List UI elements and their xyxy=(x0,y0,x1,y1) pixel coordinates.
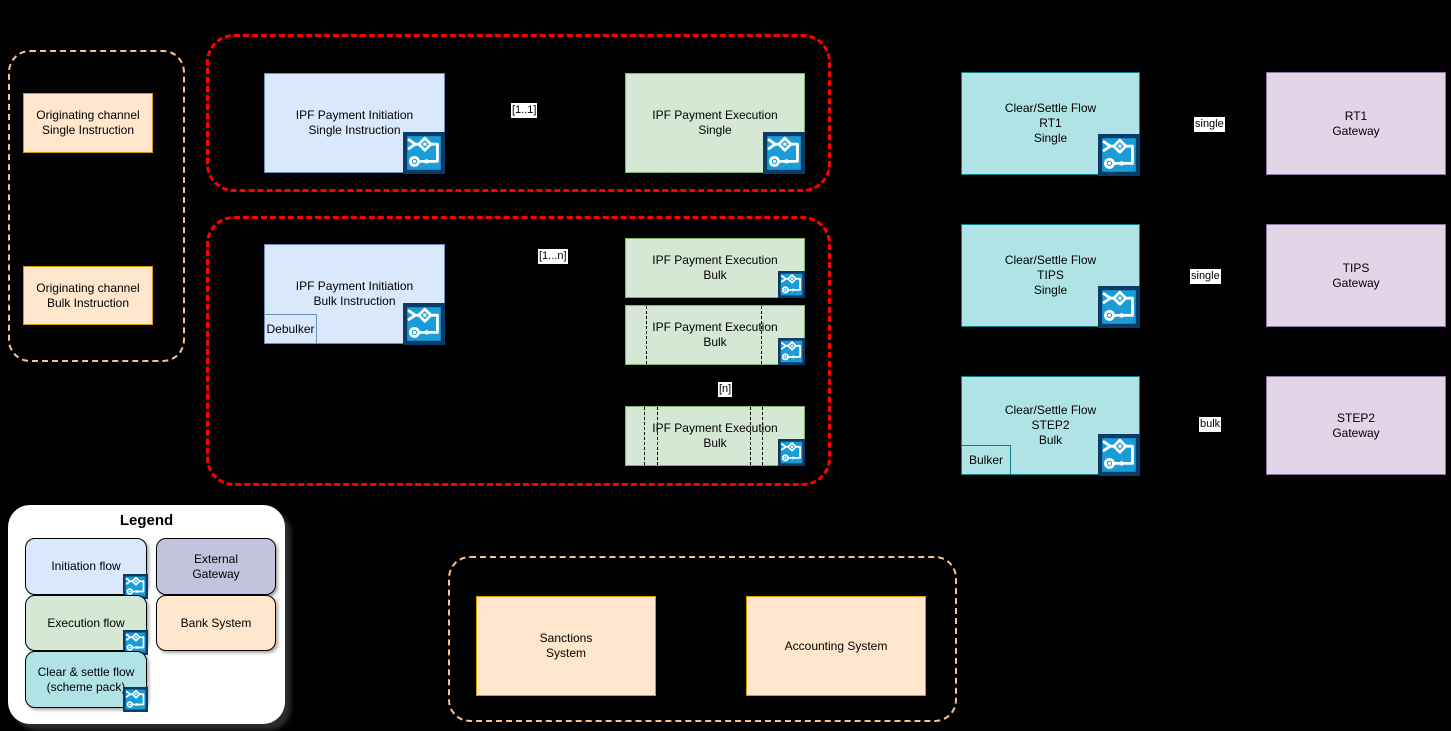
node-ipf-payment-initiation-bulk: IPF Payment Initiation Bulk Instruction … xyxy=(264,244,445,345)
legend-item-clear-settle-flow: Clear & settle flow (scheme pack) xyxy=(25,651,148,712)
edge-label-bulk-multiplicity: [1...n] xyxy=(538,249,568,264)
legend-item-label: (scheme pack) xyxy=(46,679,126,694)
group-bulk-payment-flow xyxy=(206,216,831,486)
node-label: STEP2 xyxy=(1336,410,1375,425)
workflow-icon xyxy=(778,271,805,298)
node-ipf-payment-execution-bulk-2: IPF Payment Execution Bulk xyxy=(625,305,805,365)
workflow-icon xyxy=(123,574,148,599)
node-label: Single xyxy=(1033,131,1068,145)
node-label: Single xyxy=(698,123,732,137)
node-rt1-gateway: RT1 Gateway xyxy=(1266,72,1446,175)
stack-separator xyxy=(644,407,645,465)
node-label: RT1 xyxy=(1344,108,1368,123)
node-step2-gateway: STEP2 Gateway xyxy=(1266,376,1446,475)
stack-separator xyxy=(762,407,763,465)
node-ipf-payment-execution-single: IPF Payment Execution Single xyxy=(625,73,805,174)
node-label: TIPS xyxy=(1342,260,1370,275)
node-label: Accounting System xyxy=(784,638,888,653)
legend-item-label: Gateway xyxy=(192,566,240,581)
node-label: Sanctions xyxy=(539,631,593,645)
legend-item-label: Initiation flow xyxy=(51,559,121,573)
group-originating-channels xyxy=(8,50,185,362)
edge-label-single-multiplicity: [1..1] xyxy=(511,103,538,118)
node-originating-channel-bulk: Originating channel Bulk Instruction xyxy=(23,266,153,325)
node-label: IPF Payment Initiation xyxy=(295,108,414,122)
workflow-icon xyxy=(763,132,805,174)
node-label: Clear/Settle Flow xyxy=(1004,403,1097,417)
node-ipf-payment-execution-bulk-1: IPF Payment Execution Bulk xyxy=(625,238,805,298)
node-label: Bulk Instruction xyxy=(313,294,396,308)
node-label: Bulk xyxy=(703,268,727,282)
node-label: Single xyxy=(1033,283,1068,297)
node-label: Bulk xyxy=(703,436,727,450)
legend-item-initiation-flow: Initiation flow xyxy=(25,538,148,599)
node-label: Bulk xyxy=(1038,433,1063,447)
workflow-icon xyxy=(1098,434,1140,476)
workflow-icon xyxy=(1098,286,1140,328)
legend-panel: Legend Initiation flow External Gateway … xyxy=(8,505,285,724)
node-label: IPF Payment Execution xyxy=(652,421,778,435)
legend-item-execution-flow: Execution flow xyxy=(25,595,148,655)
node-accounting-system: Accounting System xyxy=(746,596,926,696)
node-label: Single Instruction xyxy=(308,123,401,137)
node-sanctions-system: Sanctions System xyxy=(476,596,656,696)
group-single-payment-flow xyxy=(206,34,831,192)
workflow-icon xyxy=(1098,134,1140,176)
node-label: IPF Payment Execution xyxy=(652,108,778,122)
node-tips-gateway: TIPS Gateway xyxy=(1266,224,1446,327)
node-label: IPF Payment Initiation xyxy=(295,279,414,293)
node-label: RT1 xyxy=(1039,116,1062,130)
edge-label-tips-single: single xyxy=(1190,269,1221,284)
node-label: Originating channel xyxy=(36,280,140,295)
legend-item-label: External xyxy=(193,551,239,566)
legend-item-label: Bank System xyxy=(180,615,252,630)
node-label: STEP2 xyxy=(1031,418,1070,432)
node-ipf-payment-execution-bulk-3: IPF Payment Execution Bulk xyxy=(625,406,805,466)
node-clear-settle-flow-tips: Clear/Settle Flow TIPS Single xyxy=(961,224,1140,328)
legend-item-label: Execution flow xyxy=(47,615,125,630)
node-label: Gateway xyxy=(1332,425,1380,440)
node-bulker: Bulker xyxy=(961,445,1011,475)
workflow-icon xyxy=(778,338,805,365)
node-label: Originating channel xyxy=(36,108,140,122)
edge-label-rt1-single: single xyxy=(1194,117,1225,132)
node-clear-settle-flow-rt1: Clear/Settle Flow RT1 Single xyxy=(961,72,1140,176)
legend-item-label: Clear & settle flow xyxy=(37,664,135,679)
node-originating-channel-single: Originating channel Single Instruction xyxy=(23,93,153,153)
workflow-icon xyxy=(778,439,805,466)
node-label: Gateway xyxy=(1332,275,1380,290)
node-label: Single Instruction xyxy=(41,123,135,137)
node-label: System xyxy=(545,646,586,660)
legend-item-external-gateway: External Gateway xyxy=(156,538,276,595)
stack-separator xyxy=(761,306,762,364)
stack-separator xyxy=(646,306,647,364)
legend-item-bank-system: Bank System xyxy=(156,595,276,651)
node-label: Bulk xyxy=(703,335,727,349)
node-label: IPF Payment Execution xyxy=(652,253,778,267)
edge-label-n-multiplicity: [n] xyxy=(718,382,733,397)
node-label: IPF Payment Execution xyxy=(652,320,778,334)
node-ipf-payment-initiation-single: IPF Payment Initiation Single Instructio… xyxy=(264,73,445,174)
workflow-icon xyxy=(403,132,445,174)
node-label: Gateway xyxy=(1332,123,1380,138)
group-bank-systems xyxy=(448,556,957,722)
legend-title: Legend xyxy=(119,512,174,529)
workflow-icon xyxy=(403,303,445,345)
stack-separator xyxy=(657,407,658,465)
workflow-icon xyxy=(123,687,148,712)
node-label: Bulk Instruction xyxy=(46,295,130,310)
stack-separator xyxy=(750,407,751,465)
node-label: TIPS xyxy=(1037,268,1064,282)
node-clear-settle-flow-step2: Clear/Settle Flow STEP2 Bulk Bulker xyxy=(961,376,1140,476)
node-label: Clear/Settle Flow xyxy=(1004,101,1097,115)
edge-label-step2-bulk: bulk xyxy=(1199,417,1222,432)
node-debulker: Debulker xyxy=(264,314,317,344)
node-label: Clear/Settle Flow xyxy=(1004,253,1097,267)
